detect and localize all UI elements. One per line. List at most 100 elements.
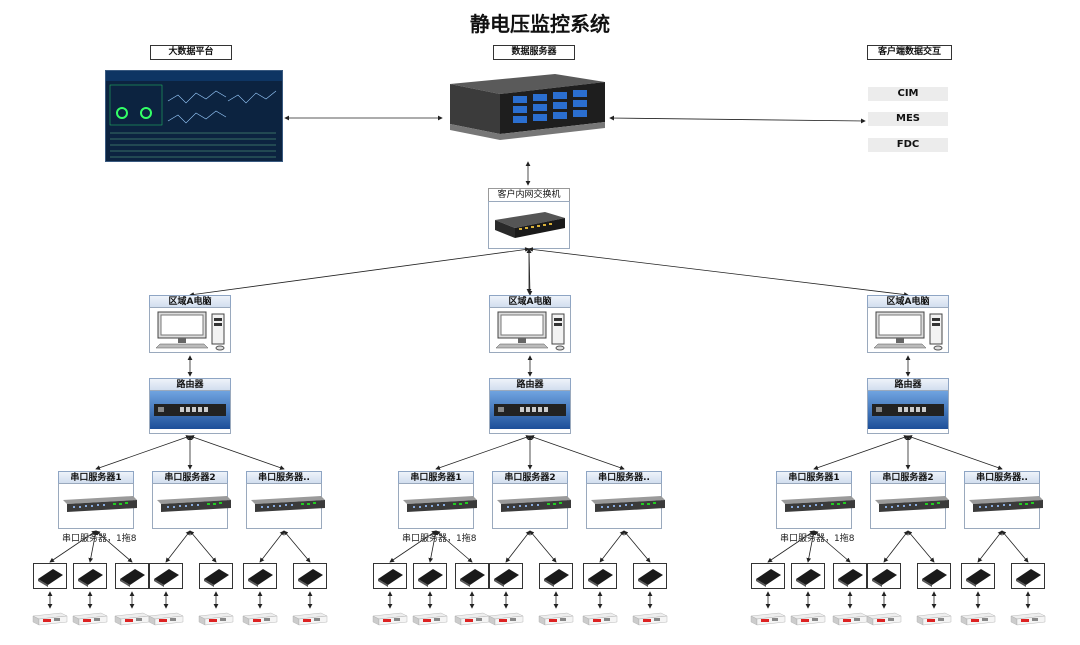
- serial-server-note: 串口服务器，1拖8: [62, 534, 137, 544]
- sensor-module: [539, 563, 573, 589]
- sensor-module: [791, 563, 825, 589]
- connection-arrow: [623, 530, 651, 563]
- connection-arrow: [599, 530, 625, 563]
- serial-server-note: 串口服务器，1拖8: [402, 534, 477, 544]
- connection-arrow: [505, 530, 531, 563]
- connection-arrow: [165, 530, 191, 563]
- connection-arrow: [435, 530, 473, 563]
- connection-arrow: [907, 435, 1003, 470]
- voltage-meter: [581, 610, 619, 626]
- sensor-module: [243, 563, 277, 589]
- connection-arrow: [528, 247, 909, 297]
- connection-arrow: [907, 530, 935, 563]
- sensor-module: [633, 563, 667, 589]
- voltage-meter: [749, 610, 787, 626]
- sensor-module: [583, 563, 617, 589]
- data-server-label: 数据服务器: [493, 45, 575, 60]
- sensor-module: [833, 563, 867, 589]
- area-pc-image: [149, 307, 231, 353]
- mes-tag: MES: [868, 112, 948, 126]
- sensor-module: [489, 563, 523, 589]
- sensor-module: [455, 563, 489, 589]
- sensor-module: [1011, 563, 1045, 589]
- connection-arrow: [609, 115, 866, 124]
- sensor-module: [373, 563, 407, 589]
- voltage-meter: [865, 610, 903, 626]
- voltage-meter: [197, 610, 235, 626]
- diagram-title: 静电压监控系统: [470, 12, 610, 36]
- connection-arrow: [88, 530, 98, 563]
- sensor-module: [917, 563, 951, 589]
- connection-arrow: [95, 435, 191, 470]
- connection-arrow: [529, 530, 557, 563]
- connection-arrow: [283, 530, 311, 563]
- serial-server-image: [776, 483, 855, 529]
- voltage-meter: [113, 610, 151, 626]
- voltage-meter: [147, 610, 185, 626]
- sensor-module: [73, 563, 107, 589]
- area-pc-image: [489, 307, 571, 353]
- sensor-module: [867, 563, 901, 589]
- voltage-meter: [959, 610, 997, 626]
- serial-server-image: [246, 483, 325, 529]
- serial-server-image: [964, 483, 1043, 529]
- voltage-meter: [631, 610, 669, 626]
- sensor-module: [293, 563, 327, 589]
- connection-arrow: [806, 530, 816, 563]
- voltage-meter: [411, 610, 449, 626]
- area-pc-image: [867, 307, 949, 353]
- sensor-module: [115, 563, 149, 589]
- sensor-module: [413, 563, 447, 589]
- data-server-image: [450, 74, 605, 140]
- voltage-meter: [241, 610, 279, 626]
- connection-arrow: [189, 435, 285, 470]
- voltage-meter: [371, 610, 409, 626]
- serial-server-note: 串口服务器，1拖8: [780, 534, 855, 544]
- connection-arrow: [428, 530, 438, 563]
- voltage-meter: [1009, 610, 1047, 626]
- voltage-meter: [789, 610, 827, 626]
- connection-arrow: [529, 435, 625, 470]
- connection-arrow: [813, 435, 909, 470]
- sensor-module: [751, 563, 785, 589]
- connection-arrow: [389, 530, 437, 563]
- serial-server-label: 串口服务器2: [492, 471, 568, 485]
- connection-arrow: [435, 435, 531, 470]
- router-image: [867, 390, 949, 434]
- serial-server-image: [870, 483, 949, 529]
- connection-arrow: [1001, 530, 1029, 563]
- sensor-module: [33, 563, 67, 589]
- serial-server-image: [492, 483, 571, 529]
- router-image: [489, 390, 571, 434]
- serial-server-image: [58, 483, 137, 529]
- cim-tag: CIM: [868, 87, 948, 101]
- voltage-meter: [31, 610, 69, 626]
- big-data-platform-label: 大数据平台: [150, 45, 232, 60]
- voltage-meter: [453, 610, 491, 626]
- connection-arrow: [189, 247, 530, 297]
- serial-server-image: [398, 483, 477, 529]
- sensor-module: [149, 563, 183, 589]
- voltage-meter: [831, 610, 869, 626]
- connection-arrow: [883, 530, 909, 563]
- voltage-meter: [537, 610, 575, 626]
- connection-arrow: [977, 530, 1003, 563]
- serial-server-image: [586, 483, 665, 529]
- router-image: [149, 390, 231, 434]
- connection-arrow: [259, 530, 285, 563]
- connection-arrow: [189, 530, 217, 563]
- voltage-meter: [915, 610, 953, 626]
- connection-arrow: [767, 530, 815, 563]
- voltage-meter: [291, 610, 329, 626]
- connection-arrow: [49, 530, 97, 563]
- connection-arrow: [813, 530, 851, 563]
- sensor-module: [199, 563, 233, 589]
- voltage-meter: [71, 610, 109, 626]
- voltage-meter: [487, 610, 525, 626]
- big-data-dashboard-image: [105, 70, 283, 162]
- client-data-exchange-label: 客户端数据交互: [867, 45, 952, 60]
- serial-server-image: [152, 483, 231, 529]
- connection-arrow: [95, 530, 133, 563]
- fdc-tag: FDC: [868, 138, 948, 152]
